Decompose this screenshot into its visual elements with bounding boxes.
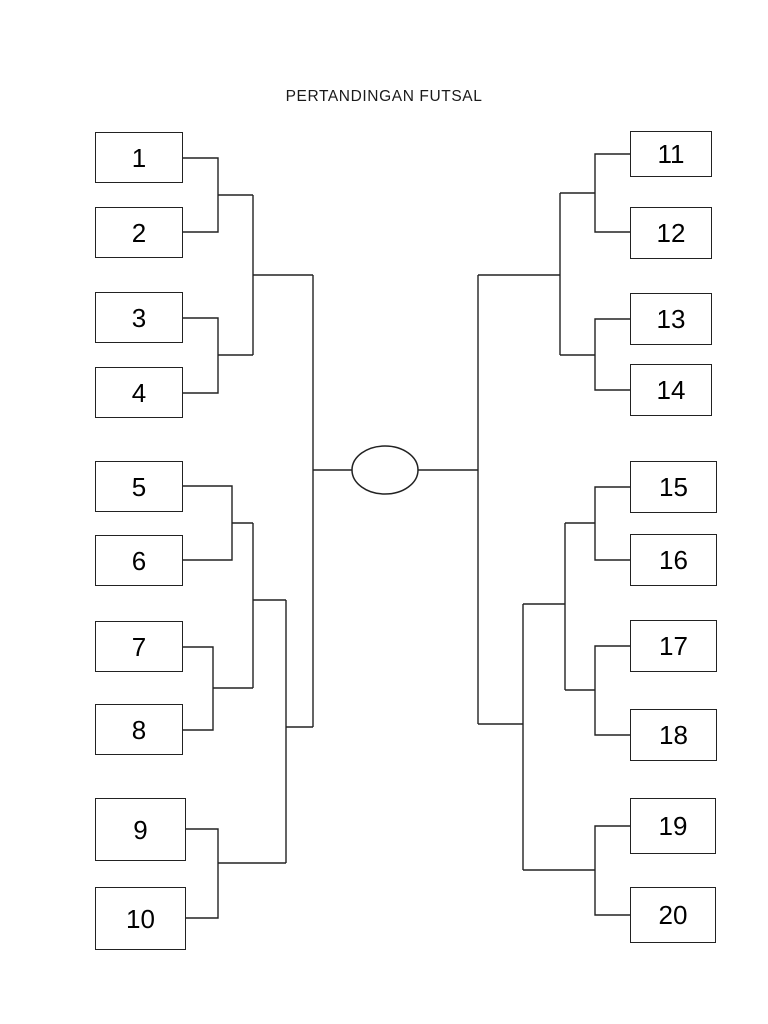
team-label: 17	[659, 631, 688, 661]
bracket-connector	[594, 486, 630, 561]
bracket-connector	[594, 318, 630, 391]
team-8-box[interactable]: 8	[95, 704, 183, 755]
team-12-box[interactable]: 12	[630, 207, 712, 259]
bracket-connector	[183, 157, 219, 233]
team-label: 7	[131, 631, 147, 662]
team-label: 3	[131, 302, 147, 333]
team-label: 19	[658, 811, 688, 841]
team-label: 9	[133, 814, 148, 845]
team-9-box[interactable]: 9	[95, 798, 186, 861]
team-13-box[interactable]: 13	[630, 293, 712, 345]
connector-group	[183, 153, 630, 919]
team-label: 1	[131, 142, 147, 173]
team-label: 5	[131, 471, 147, 502]
team-5-box[interactable]: 5	[95, 461, 183, 512]
team-label: 8	[131, 714, 147, 745]
bracket-connector	[183, 485, 233, 561]
team-3-box[interactable]: 3	[95, 292, 183, 343]
team-label: 16	[659, 545, 688, 575]
team-label: 15	[659, 472, 688, 502]
team-label: 14	[656, 375, 686, 405]
team-10-box[interactable]: 10	[95, 887, 186, 950]
team-label: 13	[656, 304, 686, 334]
bracket-connector	[186, 828, 219, 919]
team-6-box[interactable]: 6	[95, 535, 183, 586]
team-label: 2	[131, 217, 147, 248]
team-7-box[interactable]: 7	[95, 621, 183, 672]
team-label: 10	[126, 903, 155, 934]
team-label: 4	[131, 377, 147, 408]
team-17-box[interactable]: 17	[630, 620, 717, 672]
team-11-box[interactable]: 11	[630, 131, 712, 177]
team-label: 20	[658, 900, 688, 930]
team-label: 18	[659, 720, 688, 750]
team-label: 11	[657, 139, 685, 169]
team-1-box[interactable]: 1	[95, 132, 183, 183]
bracket-connector	[183, 317, 219, 394]
bracket-connector	[594, 825, 630, 916]
team-label: 6	[131, 545, 147, 576]
team-16-box[interactable]: 16	[630, 534, 717, 586]
team-18-box[interactable]: 18	[630, 709, 717, 761]
team-2-box[interactable]: 2	[95, 207, 183, 258]
center-champion-node[interactable]	[351, 445, 419, 495]
bracket-connector	[594, 153, 630, 233]
page-title: PERTANDINGAN FUTSAL	[285, 88, 483, 105]
bracket-connector	[594, 645, 630, 736]
bracket-connector	[183, 646, 214, 731]
team-label: 12	[656, 218, 686, 248]
team-19-box[interactable]: 19	[630, 798, 716, 854]
team-20-box[interactable]: 20	[630, 887, 716, 943]
team-4-box[interactable]: 4	[95, 367, 183, 418]
team-15-box[interactable]: 15	[630, 461, 717, 513]
team-14-box[interactable]: 14	[630, 364, 712, 416]
